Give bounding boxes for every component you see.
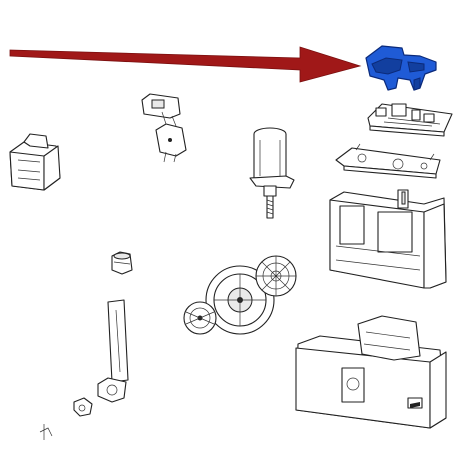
- lower-base-housing: [295, 315, 447, 429]
- rail-bracket: [39, 299, 129, 440]
- drive-motor: [249, 127, 295, 219]
- circuit-board: [367, 103, 453, 137]
- pointer-arrow: [9, 46, 362, 83]
- mounting-plate: [335, 143, 441, 179]
- small-pulley: [111, 251, 133, 275]
- gear-assembly: [183, 255, 297, 335]
- transformer: [9, 133, 61, 191]
- cover-housing[interactable]: [365, 45, 437, 91]
- upper-chassis-frame: [329, 189, 447, 289]
- limit-switch: [141, 93, 187, 163]
